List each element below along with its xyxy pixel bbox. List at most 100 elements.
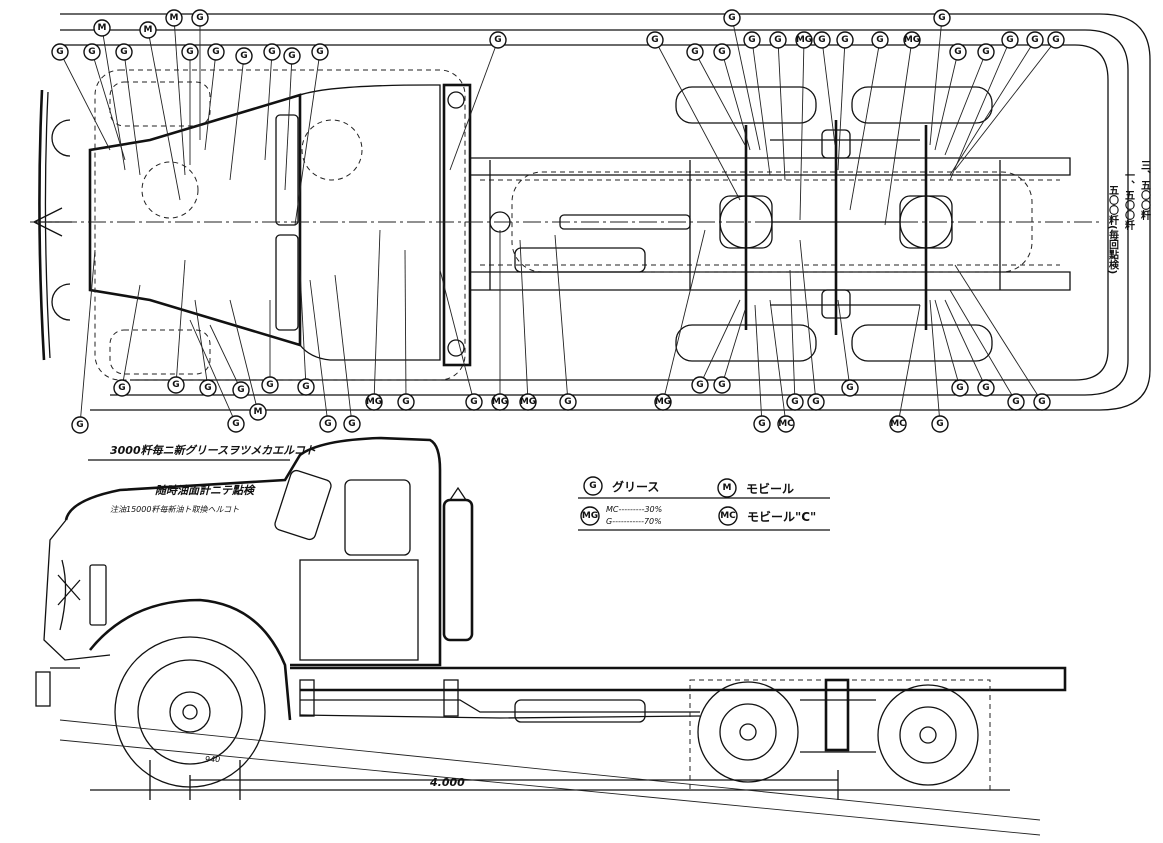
- callout-leader-line: [954, 264, 1043, 403]
- callout-g-bubble: G: [283, 47, 301, 65]
- callout-g-bubble: G: [977, 43, 995, 61]
- callout-leader-line: [209, 324, 242, 391]
- callout-symbol: M: [254, 407, 263, 417]
- callout-g-bubble: G: [181, 43, 199, 61]
- legend-mobil-c-label: モビール"C": [747, 509, 816, 524]
- callout-leader-line: [554, 234, 569, 403]
- callout-g-bubble: G: [115, 43, 133, 61]
- callout-g-bubble: G: [646, 31, 664, 49]
- callout-leader-line: [934, 51, 959, 151]
- callout-leader-line: [229, 55, 245, 181]
- legend-mobil-c-symbol: MC: [718, 506, 738, 526]
- callout-symbol: G: [1031, 35, 1038, 45]
- callout-symbol: MC: [890, 419, 906, 429]
- legend: G グリース M モビール MG MC---------30% G-------…: [578, 476, 830, 531]
- callout-symbol: MG: [655, 397, 671, 407]
- callout-symbol: G: [564, 397, 571, 407]
- callout-mg-bubble: MG: [903, 31, 921, 49]
- callout-symbol: G: [56, 47, 63, 57]
- callout-g-bubble: G: [207, 43, 225, 61]
- side-note-col1: 三、五〇〇粁: [1139, 160, 1151, 221]
- callout-leader-line: [754, 304, 763, 425]
- callout-symbol: G: [76, 420, 83, 430]
- callout-g-bubble: G: [743, 31, 761, 49]
- callout-leader-line: [519, 239, 529, 403]
- callout-g-bubble: G: [931, 415, 949, 433]
- callout-leader-line: [334, 274, 353, 425]
- callout-g-bubble: G: [951, 379, 969, 397]
- callout-symbol: G: [791, 397, 798, 407]
- callout-leader-line: [699, 299, 741, 386]
- callout-g-bubble: G: [871, 31, 889, 49]
- callout-mg-bubble: MG: [519, 393, 537, 411]
- callout-g-bubble: G: [71, 416, 89, 434]
- callout-leader-line: [721, 51, 751, 151]
- callout-leader-line: [949, 289, 1017, 403]
- callout-leader-line: [175, 259, 186, 386]
- side-view: [35, 436, 1067, 836]
- callout-leader-line: [309, 279, 329, 425]
- callout-mc-bubble: MC: [777, 415, 795, 433]
- callout-g-bubble: G: [559, 393, 577, 411]
- callout-symbol: G: [118, 383, 125, 393]
- callout-symbol: G: [696, 380, 703, 390]
- callout-g-bubble: G: [167, 376, 185, 394]
- callout-symbol: G: [316, 47, 323, 57]
- front-overhang-dimension: 940: [205, 755, 220, 764]
- callout-symbol: G: [982, 47, 989, 57]
- legend-mix-g-line: G-----------70%: [606, 517, 662, 526]
- callout-leader-line: [194, 299, 209, 389]
- callout-leader-line: [264, 51, 273, 161]
- callout-symbol: MG: [520, 397, 536, 407]
- callout-g-bubble: G: [319, 415, 337, 433]
- callout-symbol: G: [758, 419, 765, 429]
- callout-g-bubble: G: [977, 379, 995, 397]
- callout-leader-line: [949, 39, 1036, 176]
- callout-leader-line: [799, 39, 805, 221]
- callout-g-bubble: G: [113, 379, 131, 397]
- legend-grease-symbol: G: [583, 476, 603, 496]
- callout-leader-line: [929, 299, 941, 425]
- callout-leader-line: [837, 39, 846, 171]
- callout-leader-line: [789, 269, 796, 403]
- callout-g-bubble: G: [343, 415, 361, 433]
- callout-m-bubble: M: [249, 403, 267, 421]
- callout-symbol: G: [232, 419, 239, 429]
- callout-leader-line: [173, 17, 186, 176]
- callout-symbol: G: [718, 380, 725, 390]
- callout-g-bubble: G: [397, 393, 415, 411]
- callout-symbol: G: [691, 47, 698, 57]
- callout-symbol: G: [268, 47, 275, 57]
- legend-mix-symbol: MG: [580, 506, 600, 526]
- callout-symbol: G: [196, 13, 203, 23]
- callout-mg-bubble: MG: [654, 393, 672, 411]
- break-in-note: 注油15000粁毎新油ト取換ヘルコト: [110, 505, 239, 514]
- callout-symbol: G: [938, 13, 945, 23]
- callout-symbol: G: [402, 397, 409, 407]
- callout-g-bubble: G: [489, 31, 507, 49]
- callout-leader-line: [189, 319, 237, 425]
- callout-leader-line: [294, 51, 321, 226]
- legend-mix-mc-line: MC---------30%: [606, 505, 662, 514]
- callout-symbol: G: [470, 397, 477, 407]
- callout-leader-line: [897, 304, 921, 425]
- callout-leader-line: [404, 249, 407, 403]
- callout-leader-line: [954, 39, 1057, 171]
- callout-leader-line: [59, 51, 111, 151]
- callout-g-bubble: G: [813, 31, 831, 49]
- callout-leader-line: [949, 39, 1011, 181]
- callout-symbol: G: [120, 47, 127, 57]
- service-interval-side-note: 三、五〇〇粁 一、五〇〇粁 五〇〇粁(毎回點検): [1107, 160, 1151, 274]
- callout-symbol: G: [846, 383, 853, 393]
- callout-leader-line: [449, 39, 499, 171]
- callout-symbol: G: [651, 35, 658, 45]
- callout-leader-line: [821, 39, 836, 146]
- callout-leader-line: [777, 39, 786, 181]
- callout-g-bubble: G: [713, 376, 731, 394]
- svg-text:MG: MG: [582, 511, 598, 521]
- callout-leader-line: [299, 269, 307, 388]
- callout-symbol: G: [748, 35, 755, 45]
- callout-mg-bubble: MG: [491, 393, 509, 411]
- callout-leader-line: [721, 309, 746, 386]
